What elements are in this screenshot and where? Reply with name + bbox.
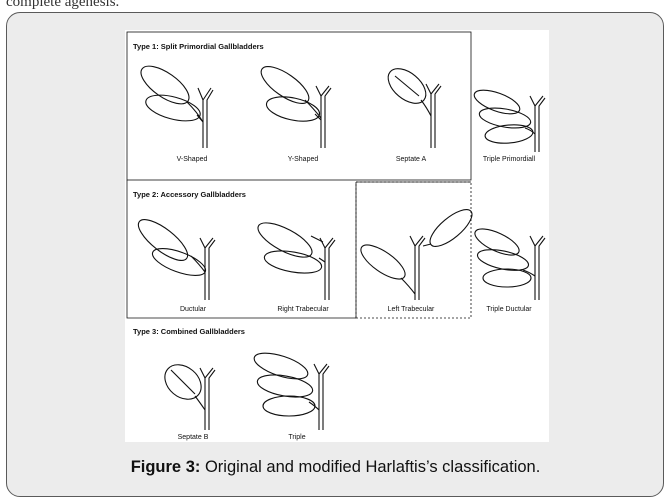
gallbladder-classification-diagram: Type 1: Split Primordial Gallbladders Ty… xyxy=(125,30,549,442)
label-triple: Triple xyxy=(288,434,305,441)
left-trabecular-drawing xyxy=(356,204,477,300)
triple-drawing xyxy=(251,348,329,430)
label-ductular: Ductular xyxy=(180,306,207,313)
label-y-shaped: Y-Shaped xyxy=(288,156,319,163)
label-v-shaped: V-Shaped xyxy=(177,156,208,163)
right-trabecular-drawing xyxy=(253,216,335,300)
ductular-drawing xyxy=(133,213,215,300)
left-trabecular-dashed-frame xyxy=(356,182,471,318)
label-triple-primordiall: Triple Primordiall xyxy=(483,156,536,163)
label-left-trabecular: Left Trabecular xyxy=(388,306,435,313)
septate-a-drawing xyxy=(382,62,441,148)
preceding-text-fragment: complete agenesis. xyxy=(6,0,119,11)
caption-text: Original and modified Harlaftis’s classi… xyxy=(200,458,540,476)
y-shaped-drawing xyxy=(256,60,331,148)
triple-primordial-drawing xyxy=(471,85,545,152)
type3-header: Type 3: Combined Gallbladders xyxy=(133,327,245,336)
figure-caption: Figure 3: Original and modified Harlafti… xyxy=(0,458,671,477)
label-septate-a: Septate A xyxy=(396,156,427,163)
label-triple-ductular: Triple Ductular xyxy=(486,306,532,313)
type1-header: Type 1: Split Primordial Gallbladders xyxy=(133,42,264,51)
label-septate-b: Septate B xyxy=(178,434,209,441)
v-shaped-drawing xyxy=(135,59,213,148)
caption-label: Figure 3: xyxy=(131,458,201,476)
figure-panel: Type 1: Split Primordial Gallbladders Ty… xyxy=(125,30,549,442)
septate-b-drawing xyxy=(158,358,215,430)
label-right-trabecular: Right Trabecular xyxy=(277,306,329,313)
triple-ductular-drawing xyxy=(471,224,545,300)
type2-header: Type 2: Accessory Gallbladders xyxy=(133,190,246,199)
